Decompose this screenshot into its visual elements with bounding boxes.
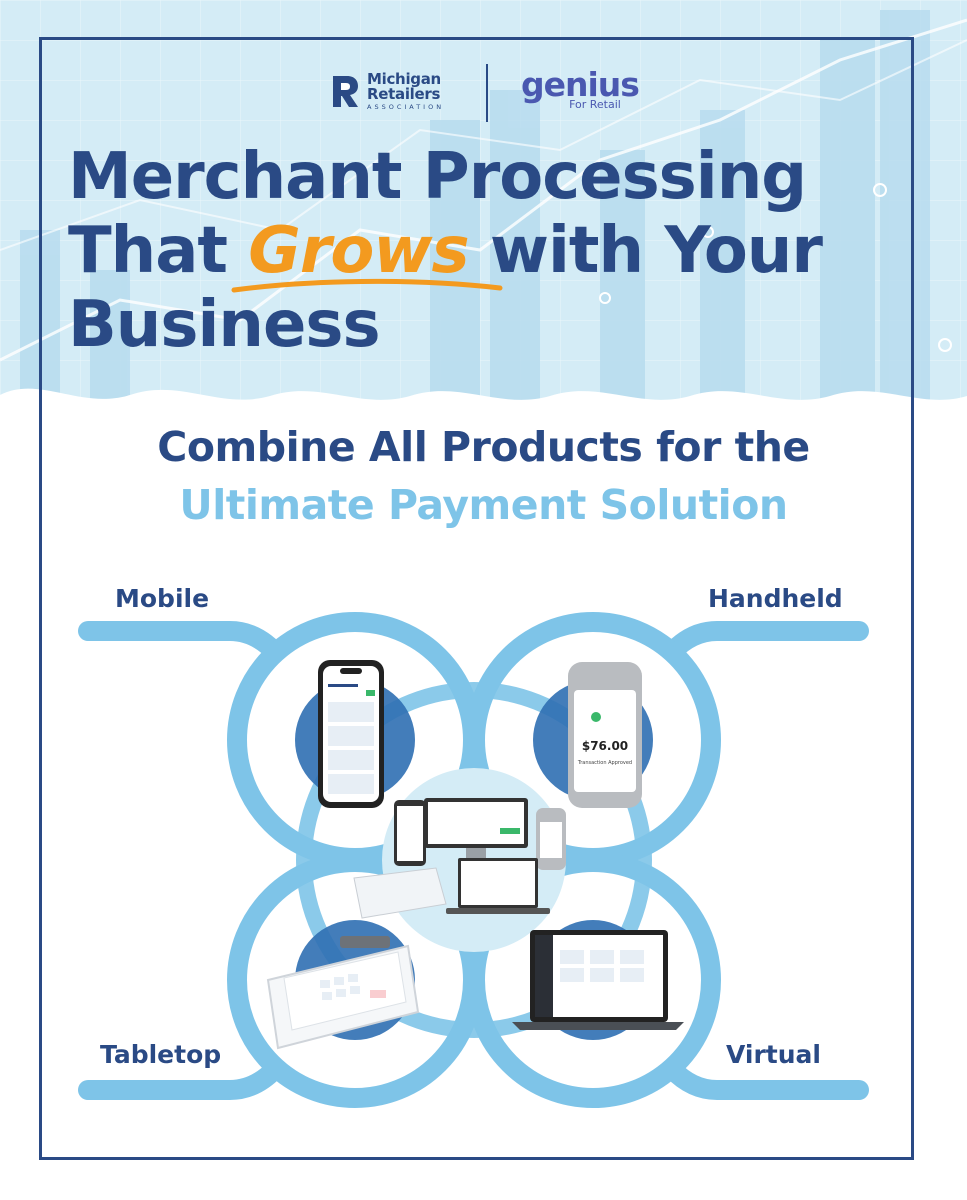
mobile-connector: [78, 621, 285, 662]
logo-line-1: Michigan: [367, 70, 441, 88]
headline: Merchant Processing That Grows with Your…: [68, 140, 928, 362]
tabletop-device: [266, 936, 420, 1050]
bundle-devices: [353, 798, 566, 919]
handheld-label: Handheld: [708, 584, 843, 613]
subheadline-line-2: Ultimate Payment Solution: [179, 481, 788, 529]
subheadline-line-1: Combine All Products for the: [157, 423, 810, 471]
virtual-ring: [465, 852, 721, 1108]
handheld-amount: $76.00: [582, 739, 628, 753]
tabletop-label: Tabletop: [100, 1040, 222, 1069]
chart-background: [0, 0, 967, 460]
michigan-retailers-logo: Michigan Retailers ASSOCIATION: [331, 72, 444, 111]
logo-line-2: Retailers: [367, 85, 441, 103]
virtual-laptop-device: [512, 930, 684, 1030]
headline-emphasis: Grows: [248, 214, 469, 288]
genius-wordmark: genius: [521, 65, 640, 104]
virtual-connector: [662, 1059, 869, 1100]
product-diagram: $76.00 Transaction Approved: [78, 612, 869, 1108]
handheld-device: $76.00 Transaction Approved: [568, 662, 642, 808]
genius-tagline: For Retail: [569, 98, 621, 111]
headline-line-2-prefix: That: [68, 214, 249, 288]
grows-underline: [231, 278, 503, 293]
mra-r-icon: [333, 76, 358, 108]
center-ring: [296, 682, 652, 1038]
logo-line-3: ASSOCIATION: [367, 103, 445, 111]
headline-line-2-suffix: with Your: [468, 214, 823, 288]
logo-divider: [486, 64, 488, 122]
genius-logo: genius For Retail: [521, 65, 640, 111]
handheld-connector: [662, 621, 869, 662]
page-border: [39, 37, 914, 1160]
headline-line-1: Merchant Processing: [68, 140, 807, 214]
mobile-label: Mobile: [115, 584, 210, 613]
headline-line-2: That Grows with Your: [68, 214, 928, 288]
virtual-label: Virtual: [726, 1040, 821, 1069]
mobile-phone-device: [318, 660, 384, 808]
headline-line-3: Business: [68, 288, 381, 362]
tabletop-connector: [78, 1059, 285, 1100]
handheld-status: Transaction Approved: [577, 760, 632, 766]
